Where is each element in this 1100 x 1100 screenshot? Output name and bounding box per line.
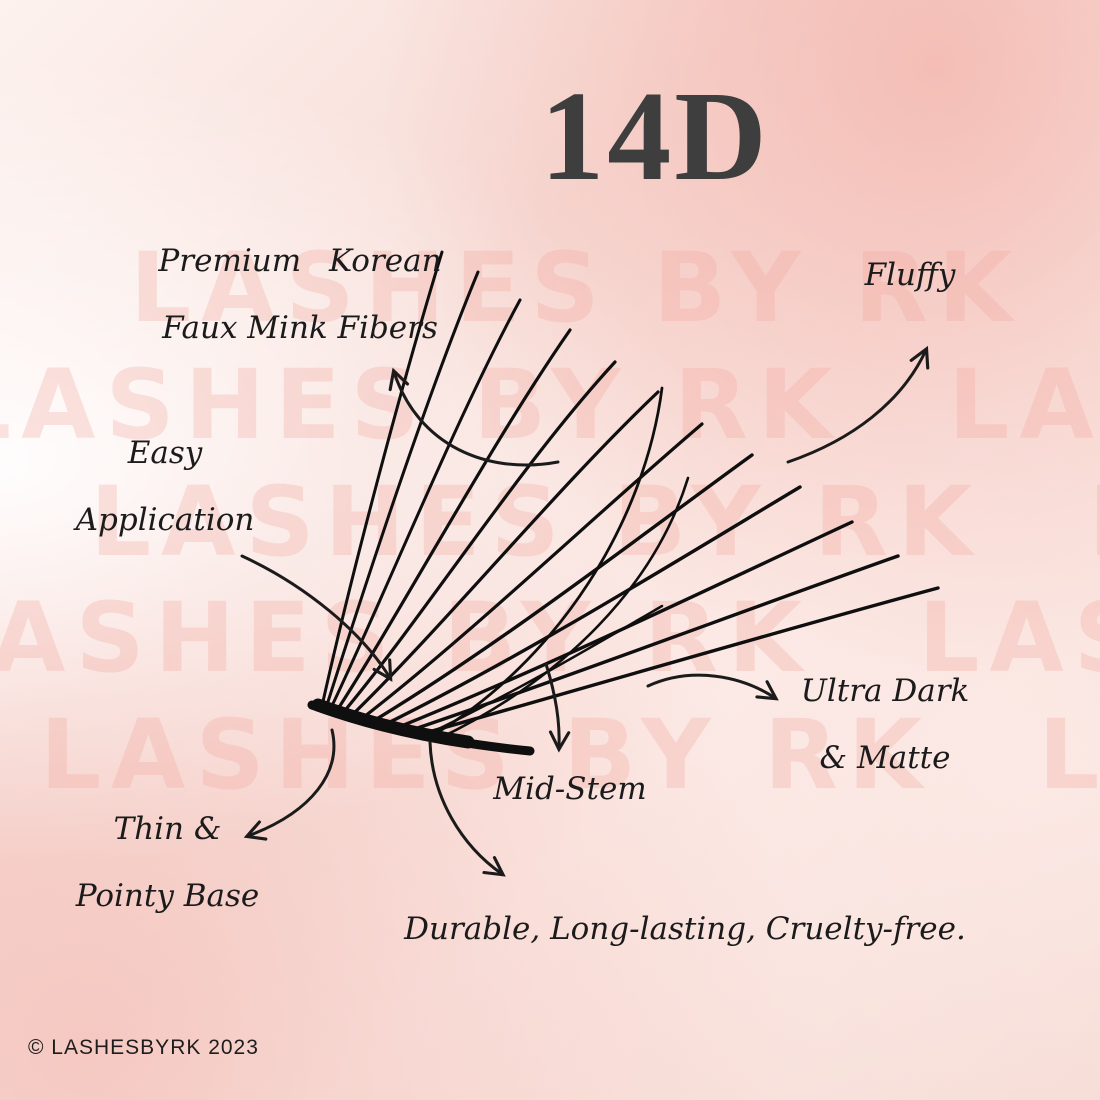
- label-line: Faux Mink Fibers: [162, 309, 438, 346]
- arrow-mid-stem: [544, 662, 571, 753]
- label-line: Mid-Stem: [493, 771, 647, 807]
- label-line: Thin &: [113, 811, 222, 847]
- product-title: 14D: [540, 65, 770, 207]
- label-mid-stem: Mid-Stem: [465, 756, 675, 823]
- label-line: & Matte: [819, 739, 951, 776]
- label-easy-application: Easy Application: [55, 420, 275, 553]
- label-line: Application: [75, 501, 255, 538]
- label-line: Durable, Long-lasting, Cruelty-free.: [404, 911, 966, 947]
- label-line: Premium Korean: [158, 243, 442, 279]
- label-line: Pointy Base: [75, 877, 260, 914]
- lash-fibers: [307, 250, 940, 756]
- copyright-text: © LASHESBYRK 2023: [28, 1036, 259, 1059]
- label-ultra-dark-matte: Ultra Dark & Matte: [770, 658, 1000, 791]
- arrow-thin-base: [243, 728, 336, 841]
- label-durable-long-lasting: Durable, Long-lasting, Cruelty-free.: [395, 908, 975, 951]
- arrow-easy-application: [240, 554, 393, 682]
- arrow-fluffy: [786, 345, 930, 464]
- label-fluffy: Fluffy: [830, 242, 990, 309]
- arrow-premium-fibers: [388, 367, 560, 467]
- label-line: Ultra Dark: [800, 673, 970, 709]
- arrow-ultra-dark: [646, 673, 779, 701]
- label-premium-fibers: Premium Korean Faux Mink Fibers: [120, 228, 480, 361]
- label-line: Fluffy: [864, 257, 956, 293]
- label-line: Easy: [127, 435, 203, 471]
- arrow-durable: [428, 740, 506, 877]
- label-thin-pointy-base: Thin & Pointy Base: [50, 796, 285, 929]
- annotation-arrows: [240, 345, 930, 877]
